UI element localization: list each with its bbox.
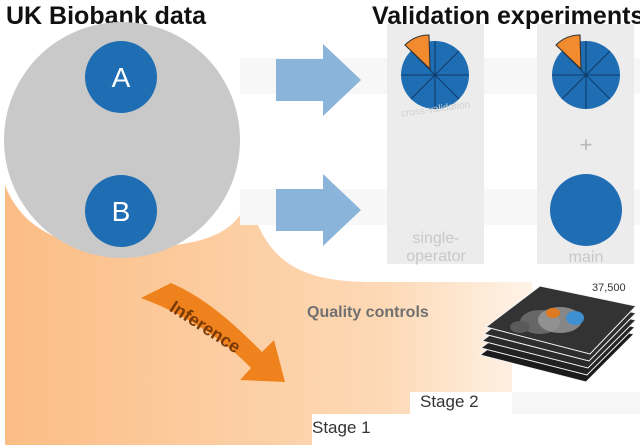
image-count-label: 37,500 <box>592 282 626 294</box>
subset-a-label: A <box>112 62 131 93</box>
inference-arrow[interactable] <box>141 283 285 382</box>
main-label: main <box>569 249 604 266</box>
biobank-dataset-circle <box>4 22 240 258</box>
stage2-label: Stage 2 <box>420 392 479 411</box>
arrow-to-cross-validation[interactable] <box>276 44 361 116</box>
cross-validation-pie <box>401 34 469 109</box>
plus-sign: + <box>580 132 593 157</box>
main-test-circle <box>550 174 622 246</box>
stage1-step <box>312 414 640 445</box>
subset-b-circle[interactable] <box>85 175 157 247</box>
single-operator-label-line1: single- <box>412 230 459 247</box>
stage2-step <box>512 392 640 414</box>
subset-a-circle[interactable] <box>85 41 157 113</box>
quality-controls-label: Quality controls <box>307 304 429 321</box>
main-pie <box>552 34 620 109</box>
arrow-to-single-operator[interactable] <box>276 174 361 246</box>
main-fold-wedge <box>555 34 582 71</box>
stage1-label: Stage 1 <box>312 418 371 437</box>
subset-b-label: B <box>112 196 131 227</box>
single-operator-label-line2: operator <box>406 248 466 265</box>
cross-validation-fold-wedge <box>404 34 431 71</box>
mri-image-stack <box>478 285 638 383</box>
